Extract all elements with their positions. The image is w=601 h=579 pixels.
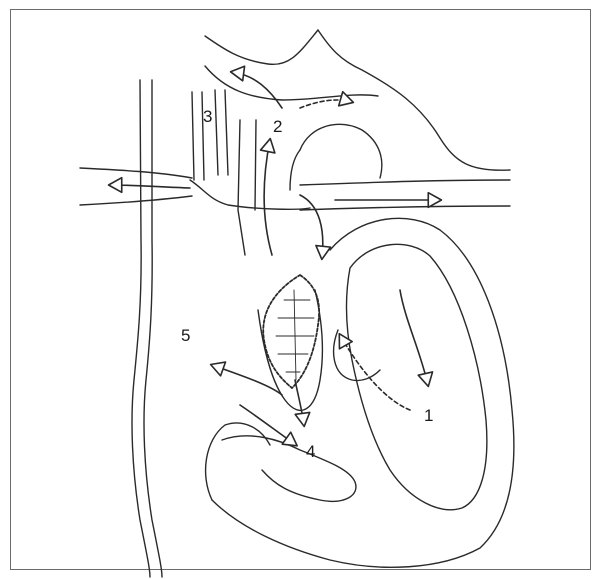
left-ventricle bbox=[212, 218, 514, 567]
aortic-arch bbox=[205, 30, 510, 170]
label-5: 5 bbox=[181, 327, 190, 344]
right-atrium-wall bbox=[132, 80, 162, 577]
label-1: 1 bbox=[424, 407, 433, 424]
superior-vena-cava bbox=[192, 90, 256, 255]
label-2: 2 bbox=[273, 118, 282, 135]
pulmonary-vessels bbox=[80, 168, 510, 210]
label-3: 3 bbox=[203, 108, 212, 125]
pulmonary-artery bbox=[290, 124, 382, 190]
label-4: 4 bbox=[306, 443, 315, 460]
